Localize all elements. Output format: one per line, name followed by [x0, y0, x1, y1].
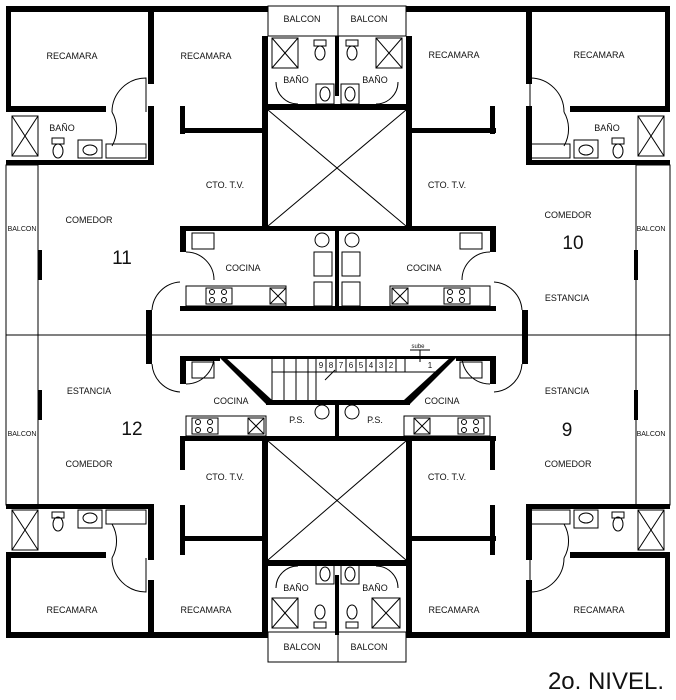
- room-label-comedor: COMEDOR: [545, 210, 593, 220]
- unit-number: 11: [112, 248, 132, 269]
- step-number: 8: [329, 361, 334, 370]
- room-label-cocina: COCINA: [225, 263, 260, 273]
- step-number: 4: [369, 361, 374, 370]
- light-wells: [267, 109, 407, 561]
- room-label-bano: BAÑO: [283, 583, 309, 593]
- room-label-balcon: BALCON: [637, 226, 666, 233]
- room-label-estancia: ESTANCIA: [545, 293, 589, 303]
- room-label-ps: P.S.: [289, 415, 305, 425]
- room-label-recamara: RECAMARA: [180, 51, 231, 61]
- room-label-bano: BAÑO: [362, 583, 388, 593]
- room-label-balcon: BALCON: [283, 642, 320, 652]
- fixtures: [11, 37, 665, 629]
- room-label-comedor: COMEDOR: [66, 459, 114, 469]
- room-label-cto-tv: CTO. T.V.: [428, 472, 466, 482]
- room-label-balcon: BALCON: [283, 14, 320, 24]
- interior-walls: [6, 6, 670, 636]
- unit-numbers: 11 10 12 9: [112, 233, 583, 441]
- room-label-bano: BAÑO: [594, 123, 620, 133]
- step-number: 5: [359, 361, 364, 370]
- room-label-recamara: RECAMARA: [46, 51, 97, 61]
- room-label-bano: BAÑO: [362, 75, 388, 85]
- room-label-recamara: RECAMARA: [180, 605, 231, 615]
- room-label-estancia: ESTANCIA: [67, 386, 111, 396]
- room-label-recamara: RECAMARA: [573, 50, 624, 60]
- stairs-up-label: sube: [411, 344, 425, 350]
- room-label-estancia: ESTANCIA: [545, 386, 589, 396]
- room-label-balcon: BALCON: [8, 431, 37, 438]
- room-label-recamara: RECAMARA: [428, 50, 479, 60]
- room-label-bano: BAÑO: [283, 75, 309, 85]
- room-labels: RECAMARA RECAMARA RECAMARA RECAMARA RECA…: [8, 14, 666, 652]
- room-label-comedor: COMEDOR: [545, 459, 593, 469]
- room-label-bano: BAÑO: [49, 123, 75, 133]
- door-swings: [111, 77, 570, 593]
- exterior-walls: [6, 6, 670, 638]
- room-label-cto-tv: CTO. T.V.: [428, 180, 466, 190]
- stairs: [271, 349, 440, 400]
- step-number: 6: [349, 361, 354, 370]
- room-label-balcon: BALCON: [637, 431, 666, 438]
- step-number: 7: [339, 361, 344, 370]
- room-label-comedor: COMEDOR: [66, 215, 114, 225]
- room-label-ps: P.S.: [367, 415, 383, 425]
- room-label-cocina: COCINA: [213, 396, 248, 406]
- step-number: 9: [319, 361, 324, 370]
- room-label-recamara: RECAMARA: [573, 605, 624, 615]
- step-number: 2: [389, 361, 394, 370]
- unit-number: 12: [121, 419, 142, 440]
- room-label-balcon: BALCON: [350, 642, 387, 652]
- room-label-cto-tv: CTO. T.V.: [206, 180, 244, 190]
- level-title: 2o. NIVEL.: [547, 668, 664, 695]
- room-label-cocina: COCINA: [424, 396, 459, 406]
- step-number: 3: [379, 361, 384, 370]
- room-label-cto-tv: CTO. T.V.: [206, 472, 244, 482]
- room-label-balcon: BALCON: [8, 226, 37, 233]
- unit-number: 10: [562, 233, 583, 254]
- unit-number: 9: [562, 420, 573, 441]
- room-label-balcon: BALCON: [350, 14, 387, 24]
- step-number: 1: [428, 361, 433, 370]
- stair-step-numbers: 9 8 7 6 5 4 3 2 1 sube: [319, 344, 433, 370]
- room-label-cocina: COCINA: [406, 263, 441, 273]
- room-label-recamara: RECAMARA: [46, 605, 97, 615]
- room-label-recamara: RECAMARA: [428, 605, 479, 615]
